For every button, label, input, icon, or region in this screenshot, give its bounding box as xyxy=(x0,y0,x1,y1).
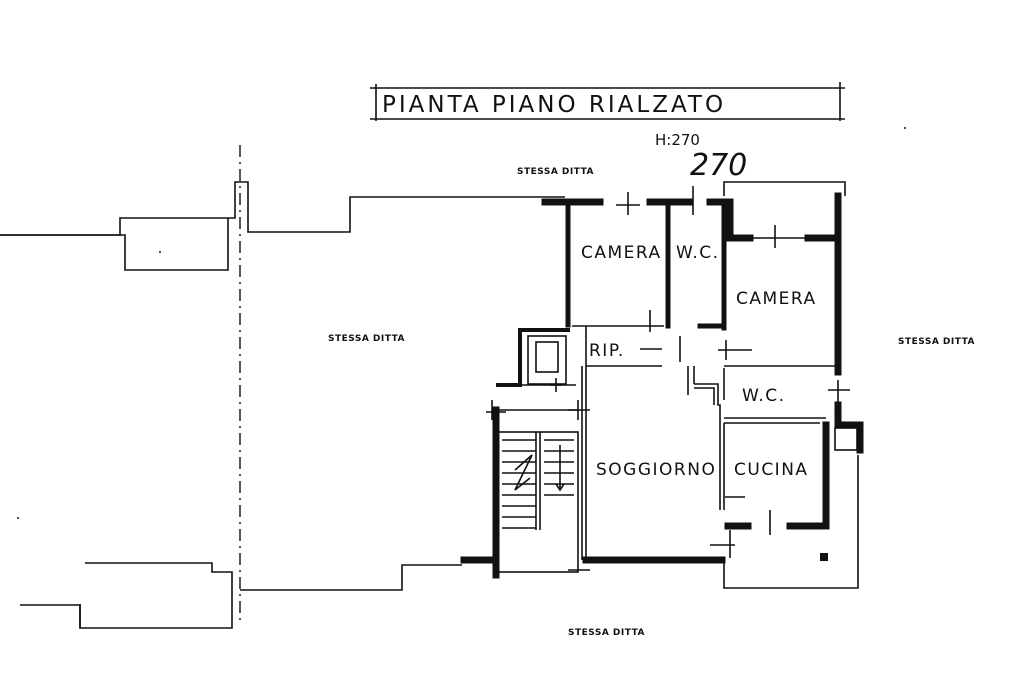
courtyard-outline-right xyxy=(723,181,859,589)
title-frame xyxy=(370,82,845,121)
room-label-rip: RIP. xyxy=(589,341,625,361)
opening-marks xyxy=(486,186,858,571)
room-label-camera-1: CAMERA xyxy=(581,243,662,263)
scan-speck xyxy=(17,517,19,519)
room-label-cucina: CUCINA xyxy=(734,460,809,480)
exterior-walls xyxy=(460,192,864,579)
scan-speck xyxy=(159,251,161,253)
neighbor-label-bottom: STESSA DITTA xyxy=(568,628,645,638)
interior-walls xyxy=(565,199,838,560)
neighbor-label-right: STESSA DITTA xyxy=(898,337,975,347)
plan-title: PIANTA PIANO RIALZATO xyxy=(382,92,726,118)
elevator-shaft xyxy=(496,328,576,387)
scan-speck xyxy=(904,127,906,129)
height-handwritten: 270 xyxy=(690,148,747,183)
room-label-wc-2: W.C. xyxy=(742,386,786,406)
neighbor-outline-left xyxy=(0,181,565,629)
room-label-soggiorno: SOGGIORNO xyxy=(596,460,716,480)
neighbor-label-top: STESSA DITTA xyxy=(517,167,594,177)
room-label-camera-2: CAMERA xyxy=(736,289,817,309)
staircase xyxy=(497,409,579,573)
neighbor-label-left: STESSA DITTA xyxy=(328,334,405,344)
height-note: H:270 xyxy=(655,131,700,149)
room-label-wc-1: W.C. xyxy=(676,243,720,263)
